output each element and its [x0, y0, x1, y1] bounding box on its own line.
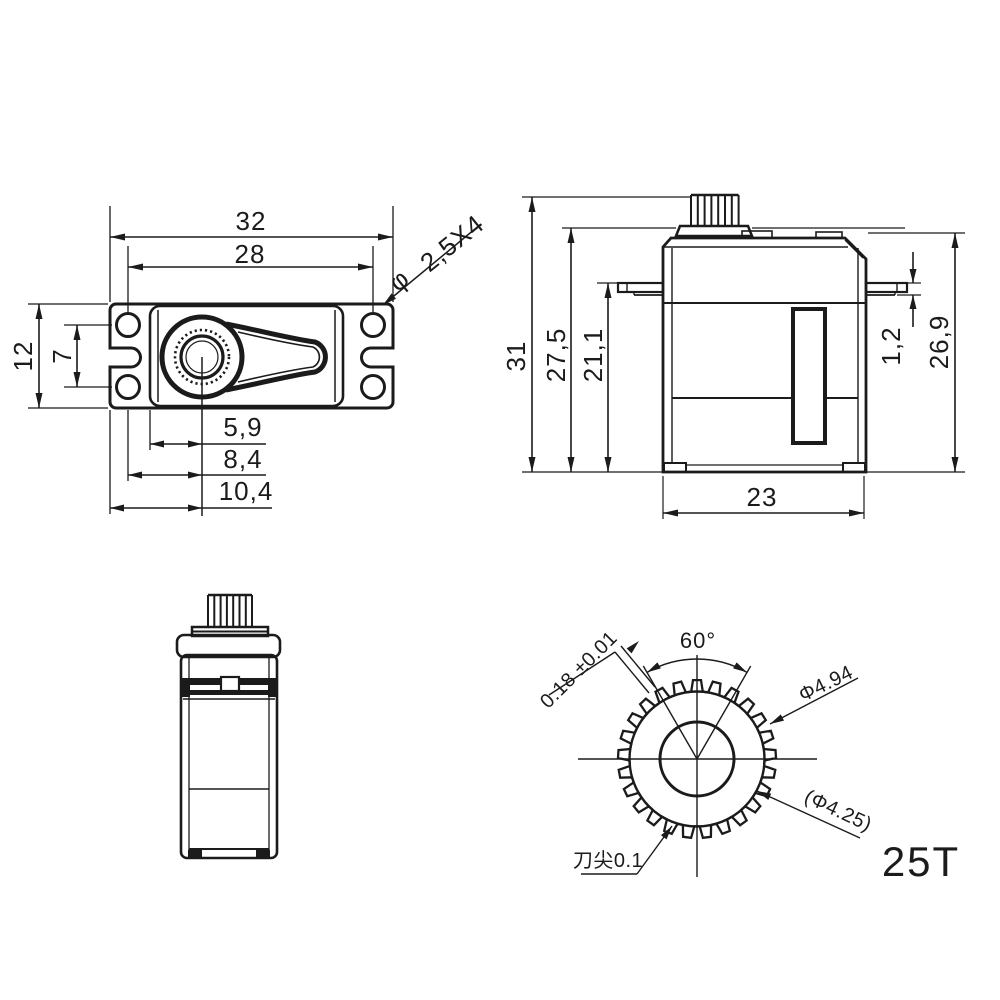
side-view [522, 193, 965, 519]
front-view [175, 593, 282, 860]
mount-hole [115, 374, 141, 400]
gear-tool-tip-note: 刀尖0.1 [572, 850, 644, 872]
gear-view [548, 641, 861, 877]
dim-top-width-overall: 32 [235, 206, 267, 236]
front-top-cap [175, 633, 282, 659]
front-shaft-splines [207, 593, 253, 627]
mount-hole [360, 312, 386, 338]
horn-arm-outer [225, 321, 328, 393]
leader-outer-dia [769, 677, 859, 725]
dim-top-offset-1: 5,9 [223, 412, 263, 442]
dim-side-case-height: 26,9 [924, 314, 954, 370]
dim-top-height: 12 [8, 340, 38, 372]
dim-side-case-width: 23 [746, 482, 778, 512]
front-center-tab [219, 675, 241, 693]
gear-teeth-count: 25T [881, 838, 961, 885]
flange-tab-right [864, 281, 909, 294]
front-body [179, 653, 279, 860]
top-view-case-outline [108, 302, 395, 410]
mount-hole [115, 312, 141, 338]
hole-callout-leader [382, 223, 482, 306]
horn-arm-inner [237, 331, 321, 383]
dim-side-height-below-flange: 21,1 [578, 327, 608, 383]
dim-top-offset-3: 10,4 [218, 476, 274, 506]
dim-top-hole-spacing: 7 [47, 348, 77, 364]
mount-hole [360, 374, 386, 400]
dim-top-offset-2: 8,4 [223, 444, 263, 474]
dim-gear-angle: 60° [679, 628, 717, 653]
side-view-case-outline [661, 236, 868, 474]
shaft-collar [674, 224, 754, 238]
top-view-body [148, 304, 345, 408]
dim-side-flange-thickness: 1,2 [876, 326, 906, 366]
side-label-slot [791, 307, 827, 445]
dim-top-width-holes: 28 [234, 239, 266, 269]
flange-tab-left [616, 281, 665, 294]
dim-side-total-height: 31 [501, 340, 531, 372]
top-view [28, 206, 482, 516]
leader-pitch-dia [756, 790, 861, 839]
output-shaft-splines [690, 193, 740, 226]
dim-side-height-to-cap: 27,5 [541, 327, 571, 383]
